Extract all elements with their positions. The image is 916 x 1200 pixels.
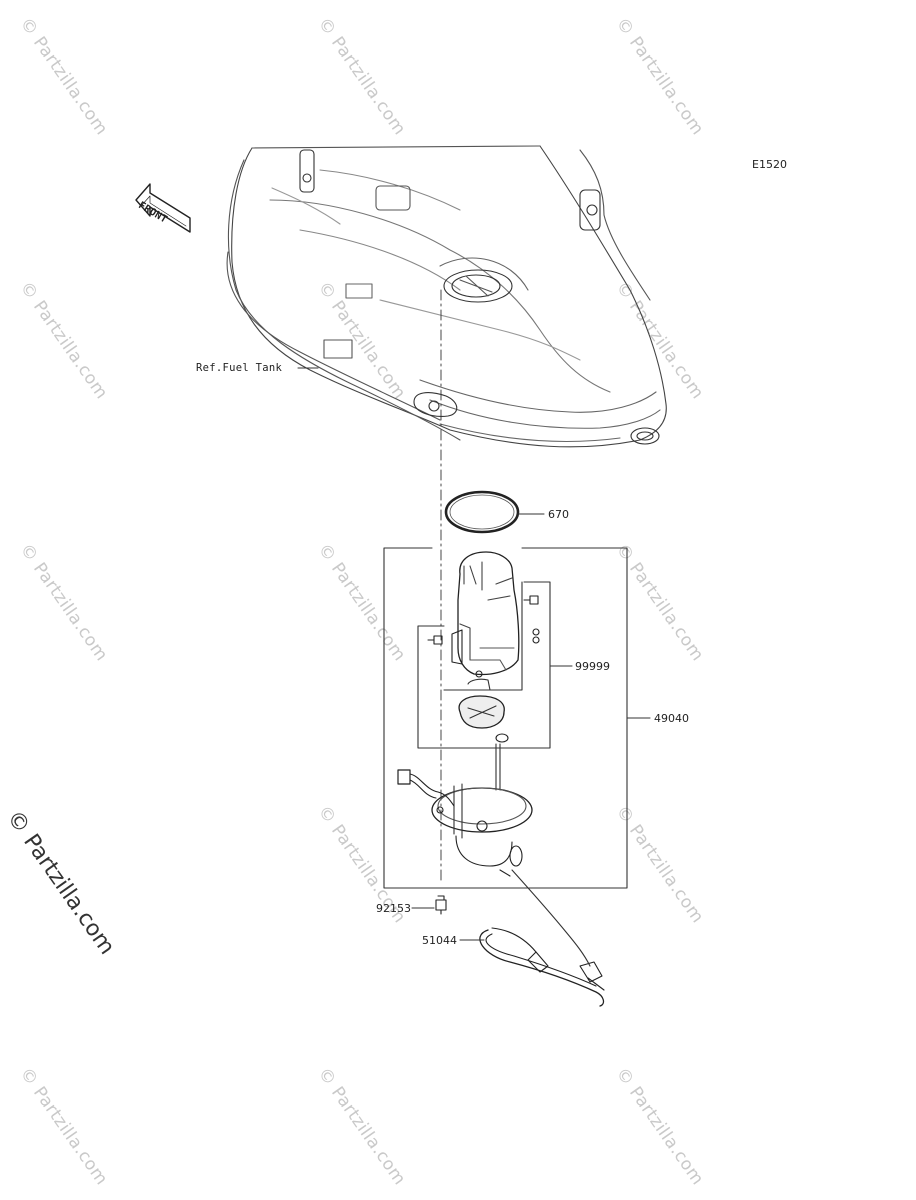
part-number-51044[interactable]: 51044 (422, 934, 457, 947)
front-arrow-icon (135, 183, 191, 233)
fuel-filter-part (458, 695, 509, 743)
fuel-tank-reference (226, 145, 667, 448)
reference-label: Ref.Fuel Tank (196, 362, 283, 374)
part-number-670[interactable]: 670 (548, 508, 569, 521)
pump-bracket-part (431, 743, 533, 877)
part-number-92153[interactable]: 92153 (376, 902, 411, 915)
o-ring-part (444, 490, 520, 534)
part-number-49040[interactable]: 49040 (654, 712, 689, 725)
fuel-hose-part (479, 927, 605, 1007)
fuel-pump-part (451, 551, 520, 691)
diagram-code: E1520 (752, 158, 787, 171)
part-number-99999[interactable]: 99999 (575, 660, 610, 673)
wire-connector-part (397, 769, 455, 807)
bolt-part (435, 895, 447, 915)
